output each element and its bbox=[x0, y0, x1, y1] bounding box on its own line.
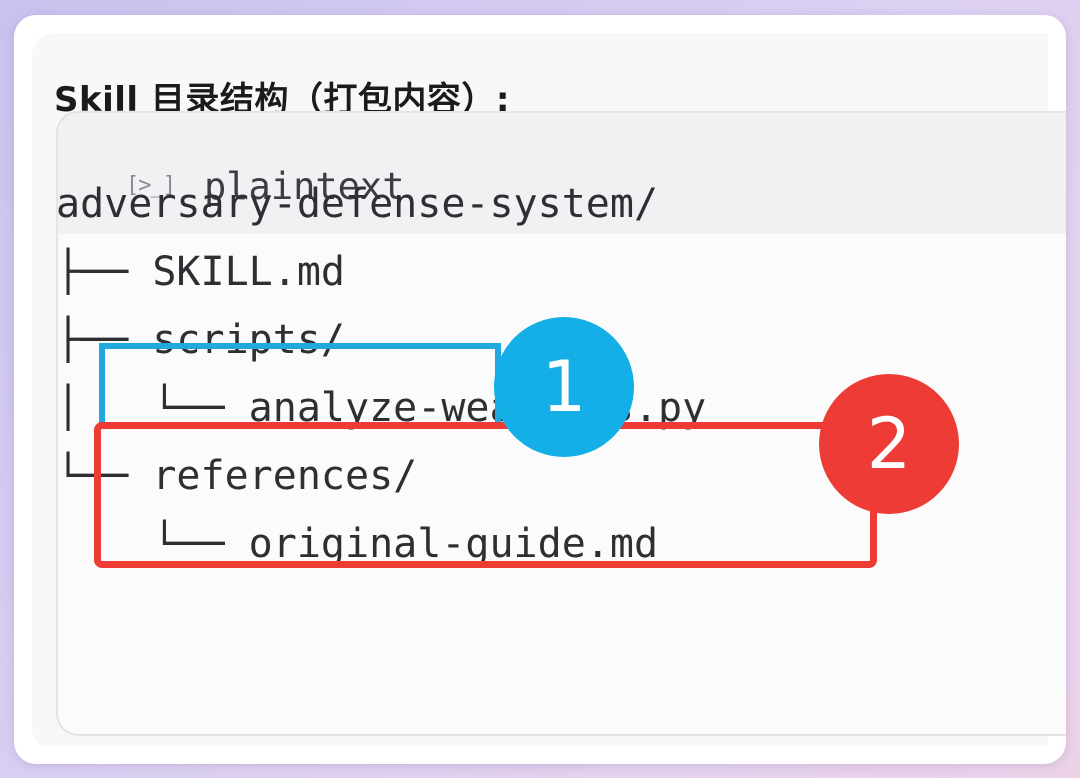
terminal-icon: [>_] bbox=[126, 173, 176, 198]
tree-line-original-guide: └── original-guide.md bbox=[56, 521, 659, 567]
annotation-badge-1: 1 bbox=[494, 317, 634, 457]
highlight-box-1 bbox=[99, 343, 501, 428]
tree-line-skill-md: ├── SKILL.md bbox=[56, 249, 345, 295]
tree-line-scripts: ├── scripts/ bbox=[56, 317, 345, 363]
code-block-header: [>_] plaintext bbox=[58, 113, 1066, 234]
tree-line-root: adversary-defense-system/ bbox=[56, 181, 659, 227]
section-heading: Skill 目录结构（打包内容）: bbox=[54, 80, 510, 120]
code-language-label: plaintext bbox=[204, 165, 405, 208]
tree-line-references: └── references/ bbox=[56, 453, 418, 499]
annotation-badge-2: 2 bbox=[819, 374, 959, 514]
highlight-box-2 bbox=[94, 422, 877, 568]
